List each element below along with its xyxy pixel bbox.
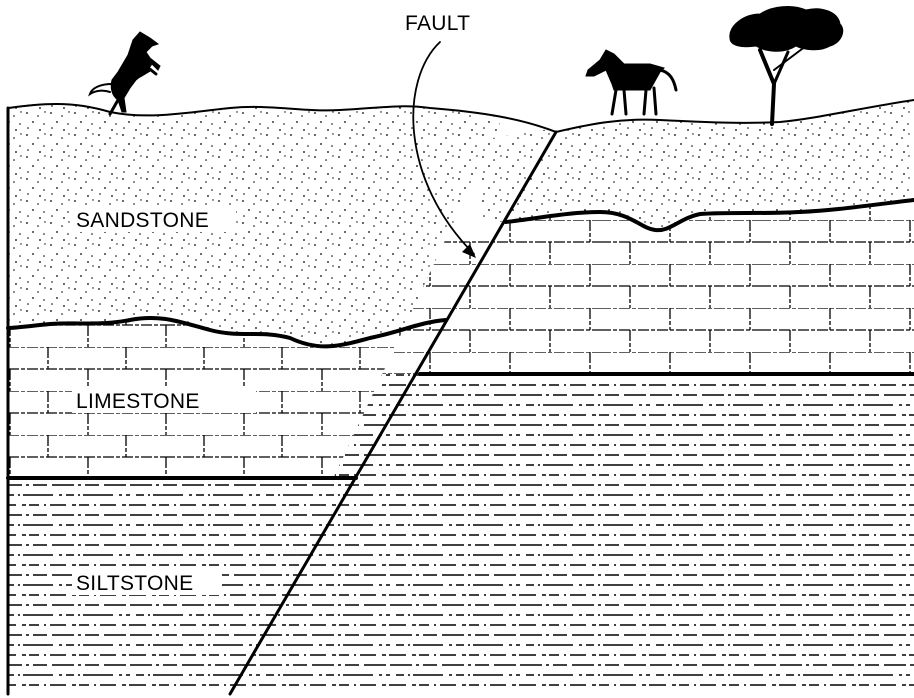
rearing-horse-icon — [90, 32, 160, 114]
siltstone-label: SILTSTONE — [76, 572, 193, 595]
sandstone-label: SANDSTONE — [76, 209, 209, 232]
acacia-tree-icon — [730, 7, 843, 124]
standing-horse-icon — [586, 50, 676, 114]
fault-label: FAULT — [405, 12, 470, 35]
limestone-label: LIMESTONE — [76, 390, 200, 413]
